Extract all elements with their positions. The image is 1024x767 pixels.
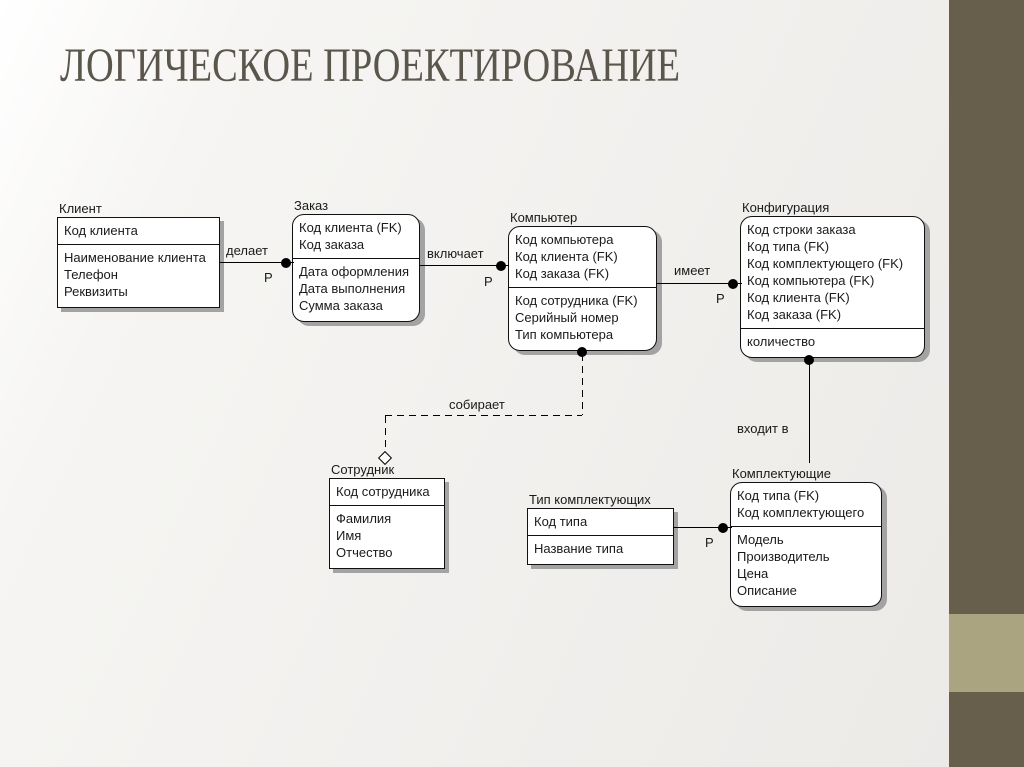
attribute-row: Производитель — [737, 549, 830, 564]
cardinality-dot-icon — [718, 523, 728, 533]
attribute-row: Дата выполнения — [299, 281, 406, 296]
entity-klient-keys: Код клиента — [58, 218, 219, 245]
entity-komputer: Компьютер Код компьютера Код клиента (FK… — [508, 210, 657, 351]
entity-tip-komplektuyushchih: Тип комплектующих Код типа Название типа — [527, 492, 674, 565]
relation-imeet-label: имеет — [674, 263, 711, 278]
entity-zakaz-keys: Код клиента (FK) Код заказа — [293, 215, 419, 259]
entity-konfiguracia-attrs: количество — [741, 329, 924, 357]
attribute-row: Наименование клиента — [64, 250, 206, 265]
attribute-row: Отчество — [336, 545, 393, 560]
entity-komplektuyushchie-attrs: Модель Производитель Цена Описание — [731, 527, 881, 606]
attribute-row: Фамилия — [336, 511, 392, 526]
entity-sotrudnik-title: Сотрудник — [331, 462, 395, 477]
relation-vhodit-line — [809, 363, 810, 463]
relation-vklyuchaet-label: включает — [427, 246, 484, 261]
entity-konfiguracia: Конфигурация Код строки заказа Код типа … — [740, 200, 925, 358]
entity-komputer-attrs: Код сотрудника (FK) Серийный номер Тип к… — [509, 288, 656, 350]
attribute-row: Модель — [737, 532, 784, 547]
entity-zakaz-attrs: Дата оформления Дата выполнения Сумма за… — [293, 259, 419, 321]
attribute-row: Код клиента — [64, 223, 138, 238]
attribute-row: Код строки заказа — [747, 222, 856, 237]
entity-komplektuyushchie-title: Комплектующие — [732, 466, 831, 481]
attribute-row: Код клиента (FK) — [299, 220, 402, 235]
attribute-row: Код компьютера (FK) — [747, 273, 875, 288]
relation-delaet-cardinality: P — [264, 270, 273, 285]
attribute-row: Имя — [336, 528, 362, 543]
relation-delaet-label: делает — [226, 243, 268, 258]
cardinality-dot-icon — [281, 258, 291, 268]
attribute-row: Код клиента (FK) — [747, 290, 850, 305]
relation-vklyuchaet-line — [419, 265, 509, 266]
sidebar-accent-band — [949, 614, 1024, 692]
attribute-row: Код типа (FK) — [737, 488, 820, 503]
attribute-row: Код сотрудника (FK) — [515, 293, 638, 308]
relation-vhodit-label: входит в — [737, 421, 789, 436]
attribute-row: Название типа — [534, 541, 624, 556]
entity-sotrudnik-attrs: Фамилия Имя Отчество — [330, 506, 444, 568]
attribute-row: Телефон — [64, 267, 118, 282]
attribute-row: Цена — [737, 566, 769, 581]
attribute-row: Код клиента (FK) — [515, 249, 618, 264]
sidebar-accent-bar — [949, 0, 1024, 767]
entity-komplektuyushchie: Комплектующие Код типа (FK) Код комплект… — [730, 466, 882, 607]
cardinality-dot-icon — [728, 279, 738, 289]
entity-tip-komplektuyushchih-keys: Код типа — [528, 509, 673, 536]
entity-komputer-keys: Код компьютера Код клиента (FK) Код зака… — [509, 227, 656, 288]
attribute-row: Тип компьютера — [515, 327, 614, 342]
relation-delaet-line — [219, 262, 294, 263]
entity-zakaz-title: Заказ — [294, 198, 329, 213]
attribute-row: Код типа (FK) — [747, 239, 830, 254]
entity-zakaz: Заказ Код клиента (FK) Код заказа Дата о… — [292, 198, 420, 322]
cardinality-dot-icon — [577, 347, 587, 357]
attribute-row: Описание — [737, 583, 797, 598]
relation-tip-komplekt-line — [673, 527, 732, 528]
attribute-row: количество — [747, 334, 816, 349]
attribute-row: Код заказа — [299, 237, 365, 252]
relation-imeet-line — [656, 283, 742, 284]
attribute-row: Реквизиты — [64, 284, 128, 299]
attribute-row: Код сотрудника — [336, 484, 430, 499]
relation-imeet-cardinality: P — [716, 291, 725, 306]
page-title: ЛОГИЧЕСКОЕ ПРОЕКТИРОВАНИЕ — [60, 39, 681, 92]
attribute-row: Код заказа (FK) — [515, 266, 610, 281]
attribute-row: Серийный номер — [515, 310, 619, 325]
attribute-row: Код компьютера — [515, 232, 614, 247]
relation-sobiraet-line-vertical — [582, 354, 583, 415]
entity-klient: Клиент Код клиента Наименование клиента … — [57, 201, 220, 308]
entity-klient-title: Клиент — [59, 201, 102, 216]
relation-vklyuchaet-cardinality: P — [484, 274, 493, 289]
entity-komputer-title: Компьютер — [510, 210, 578, 225]
cardinality-dot-icon — [496, 261, 506, 271]
attribute-row: Код комплектующего — [737, 505, 865, 520]
entity-sotrudnik-keys: Код сотрудника — [330, 479, 444, 506]
attribute-row: Код типа — [534, 514, 588, 529]
relation-tip-komplekt-cardinality: P — [705, 535, 714, 550]
relation-sobiraet-line-drop — [385, 416, 386, 454]
relation-sobiraet-line-horizontal — [385, 415, 582, 416]
cardinality-dot-icon — [804, 355, 814, 365]
entity-konfiguracia-keys: Код строки заказа Код типа (FK) Код комп… — [741, 217, 924, 329]
entity-sotrudnik: Сотрудник Код сотрудника Фамилия Имя Отч… — [329, 462, 445, 569]
attribute-row: Код комплектующего (FK) — [747, 256, 904, 271]
entity-komplektuyushchie-keys: Код типа (FK) Код комплектующего — [731, 483, 881, 527]
attribute-row: Дата оформления — [299, 264, 410, 279]
attribute-row: Сумма заказа — [299, 298, 383, 313]
entity-tip-komplektuyushchih-title: Тип комплектующих — [529, 492, 651, 507]
attribute-row: Код заказа (FK) — [747, 307, 842, 322]
entity-tip-komplektuyushchih-attrs: Название типа — [528, 536, 673, 564]
relation-sobiraet-label: собирает — [449, 397, 505, 412]
entity-konfiguracia-title: Конфигурация — [742, 200, 830, 215]
entity-klient-attrs: Наименование клиента Телефон Реквизиты — [58, 245, 219, 307]
